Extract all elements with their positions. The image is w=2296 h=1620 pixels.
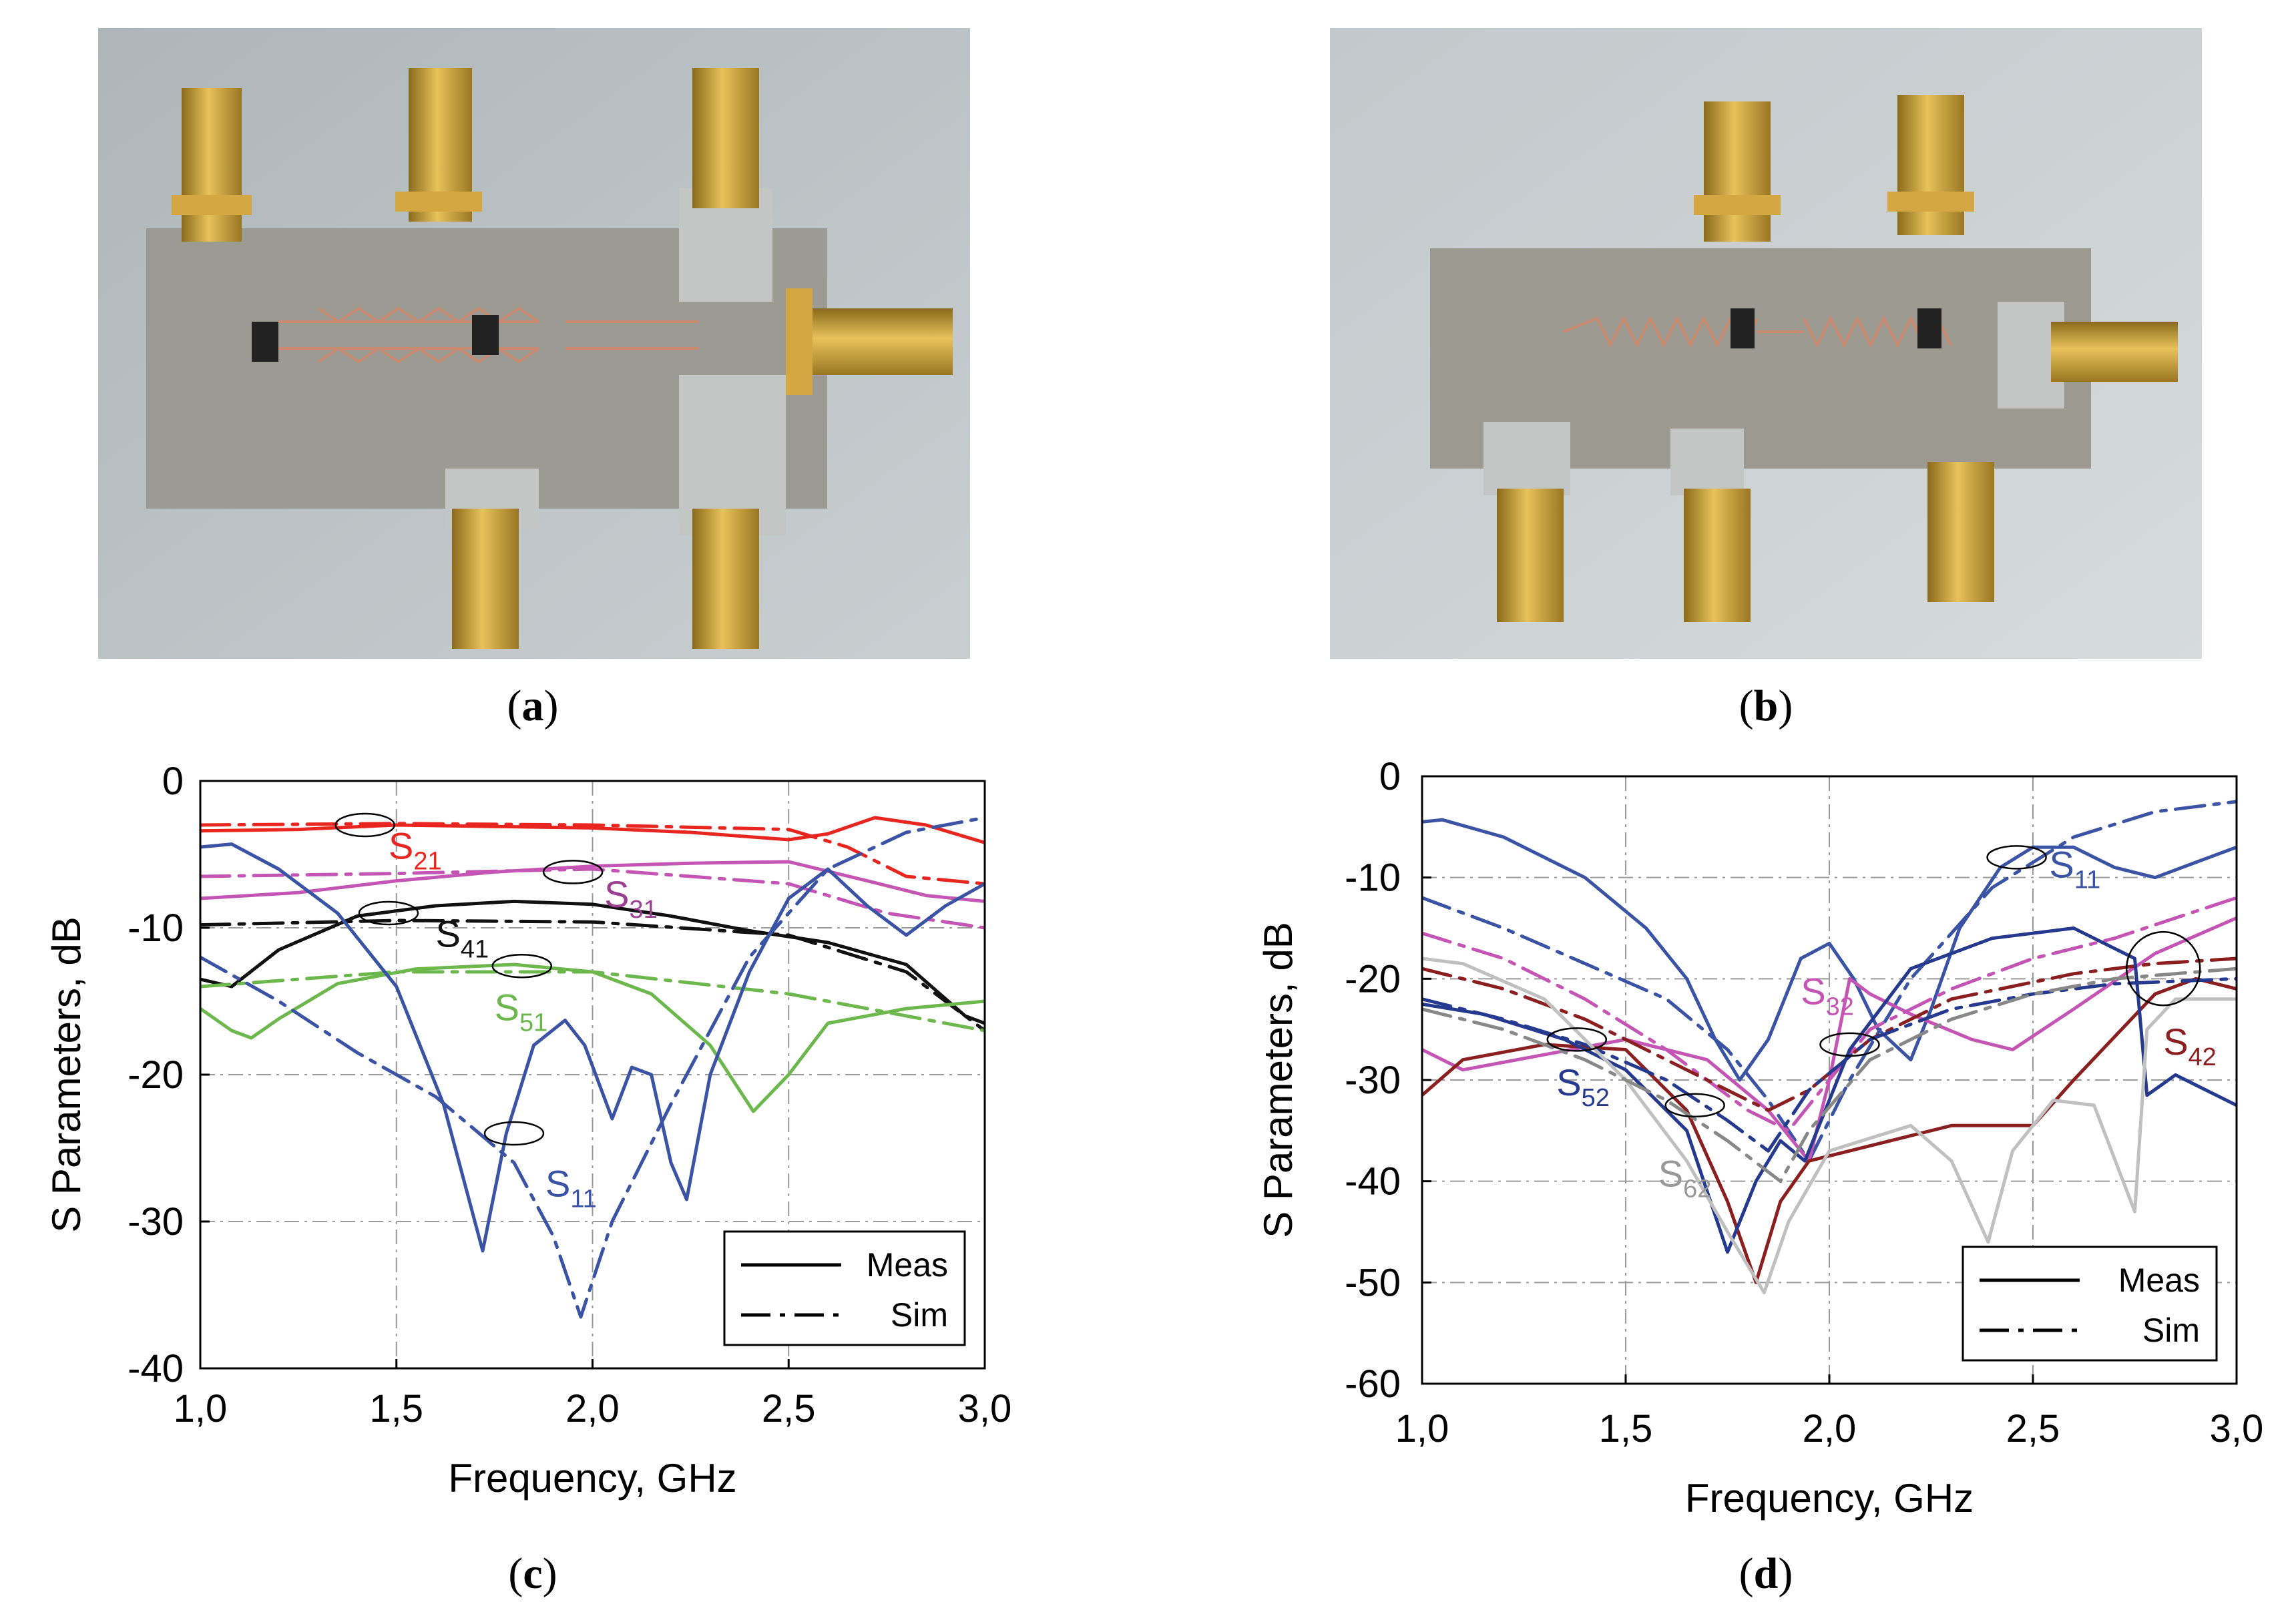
caption-d: (d) xyxy=(1739,1549,1793,1598)
series-s11-meas xyxy=(1422,818,2237,1082)
legend-box xyxy=(723,1230,966,1346)
y-tick-label: -10 xyxy=(1345,856,1401,900)
x-axis-label: Frequency, GHz xyxy=(1685,1476,1974,1521)
legend-label-sim: Sim xyxy=(891,1296,948,1334)
group-ellipse xyxy=(1819,1032,1880,1057)
series-s31-meas xyxy=(200,860,985,903)
group-ellipse xyxy=(334,812,395,838)
series-label-s31: S31 xyxy=(604,873,658,924)
x-tick-label: 2,0 xyxy=(565,1387,620,1430)
series-s62-sim xyxy=(1422,967,2237,1183)
y-tick-label: -60 xyxy=(1345,1362,1401,1406)
y-axis-label: S Parameters, dB xyxy=(44,916,89,1233)
y-tick-label: -20 xyxy=(128,1053,184,1097)
series-s32-meas xyxy=(1422,916,2237,1163)
series-label-s32: S32 xyxy=(1801,970,1854,1021)
group-ellipse xyxy=(1664,1093,1725,1118)
y-axis-label: S Parameters, dB xyxy=(1256,922,1301,1238)
legend-box xyxy=(1962,1246,2218,1362)
x-tick-label: 3,0 xyxy=(958,1387,1012,1430)
x-tick-label: 1,0 xyxy=(1395,1407,1449,1450)
series-s42-sim xyxy=(1422,957,2237,1112)
series-s51-meas xyxy=(200,963,985,1113)
series-label-s11: S11 xyxy=(545,1163,597,1213)
series-label-s42: S42 xyxy=(2163,1021,2217,1071)
series-s32-sim xyxy=(1422,896,2237,1133)
group-ellipse xyxy=(483,1121,545,1146)
series-label-s52: S52 xyxy=(1556,1061,1610,1112)
series-label-s62: S62 xyxy=(1658,1152,1712,1203)
plot-frame xyxy=(1421,775,2238,1385)
caption-b: (b) xyxy=(1739,682,1793,730)
group-ellipse xyxy=(2125,930,2201,1007)
group-ellipse xyxy=(1986,845,2047,870)
y-tick-label: 0 xyxy=(1379,755,1401,798)
x-tick-label: 1,5 xyxy=(369,1387,423,1430)
y-tick-label: -50 xyxy=(1345,1261,1401,1304)
plot-frame xyxy=(199,780,986,1370)
legend-label-sim: Sim xyxy=(2142,1312,2200,1349)
series-s21-sim xyxy=(200,822,985,886)
series-s11-meas xyxy=(200,842,985,1253)
caption-c: (c) xyxy=(508,1549,557,1598)
grid xyxy=(200,781,985,1368)
x-tick-label: 2,0 xyxy=(1803,1407,1857,1450)
y-tick-label: -40 xyxy=(1345,1160,1401,1203)
y-tick-label: -30 xyxy=(1345,1059,1401,1102)
caption-a: (a) xyxy=(507,682,559,730)
group-ellipse xyxy=(542,860,604,884)
x-tick-label: 2,5 xyxy=(2006,1407,2060,1450)
series-label-s41: S41 xyxy=(436,913,489,964)
grid xyxy=(1422,776,2237,1384)
legend-label-meas: Meas xyxy=(867,1246,948,1284)
group-ellipse xyxy=(1546,1027,1608,1052)
x-axis-label: Frequency, GHz xyxy=(448,1456,736,1501)
series-s41-meas xyxy=(200,899,985,1025)
series-s31-sim xyxy=(200,867,985,930)
series-s62-meas xyxy=(1422,957,2237,1294)
series-s11-sim xyxy=(200,816,985,1319)
y-tick-label: 0 xyxy=(162,760,184,803)
y-tick-label: -20 xyxy=(1345,957,1401,1001)
x-tick-label: 1,5 xyxy=(1599,1407,1653,1450)
series-s21-meas xyxy=(200,816,985,844)
group-ellipse xyxy=(491,953,552,979)
photo-b xyxy=(1330,28,2202,659)
series-s51-sim xyxy=(200,970,985,1033)
x-tick-label: 2,5 xyxy=(762,1387,816,1430)
y-tick-label: -40 xyxy=(128,1347,184,1390)
series-s42-meas xyxy=(1422,977,2237,1284)
photo-a xyxy=(98,28,970,659)
group-ellipse xyxy=(358,900,419,926)
y-tick-label: -10 xyxy=(128,906,184,950)
y-tick-label: -30 xyxy=(128,1200,184,1244)
series-s41-sim xyxy=(200,918,985,1033)
series-label-s11: S11 xyxy=(2049,844,2100,894)
x-tick-label: 3,0 xyxy=(2210,1407,2264,1450)
x-tick-label: 1,0 xyxy=(174,1387,228,1430)
series-s52-meas xyxy=(1422,926,2237,1254)
series-label-s51: S51 xyxy=(495,987,548,1037)
legend-label-meas: Meas xyxy=(2118,1262,2200,1299)
series-s11-sim xyxy=(1422,800,2237,1163)
series-s52-sim xyxy=(1422,977,2237,1153)
chart-d-group: 1,0 1,5 2,0 2,5 3,0 0 -10 -20 -30 -40 -50 -60Freque… xyxy=(1256,755,2263,1521)
series-label-s21: S21 xyxy=(389,825,442,876)
